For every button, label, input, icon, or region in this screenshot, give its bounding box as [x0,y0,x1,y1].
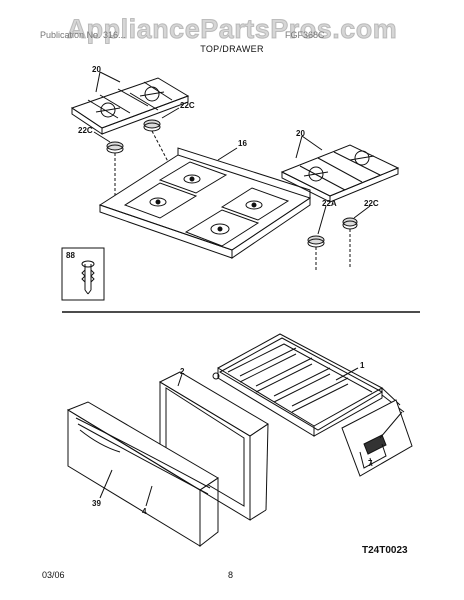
inset-box-88 [61,247,105,301]
callout-2: 2 [180,367,185,376]
callout-39: 39 [92,499,101,508]
callout-22c-a: 22C [180,101,195,110]
burner-cap-22a [307,235,325,245]
callout-88: 88 [66,251,75,260]
burner-cap-22c-b [106,141,124,151]
cooktop [98,147,312,259]
callout-22c-b: 22C [78,126,93,135]
diagram-code: T24T0023 [362,545,408,556]
callout-20-left: 20 [92,65,101,74]
callout-16: 16 [238,139,247,148]
footer-page-number: 8 [228,570,234,580]
burner-cap-22c-a [143,119,161,129]
header-publication: Publication No. 316... [40,30,126,40]
burner-cap-22c-c [342,217,358,227]
callout-22c-c: 22C [364,199,379,208]
grate-left [70,77,190,135]
drawer-front [66,401,219,548]
callout-20-right: 20 [296,129,305,138]
glide-inset [341,399,413,477]
grate-right [280,144,400,203]
callout-7: 7 [368,459,373,468]
drawer-back-panel [158,371,269,521]
footer-date: 03/06 [42,570,65,580]
callout-22a: 22A [322,199,337,208]
callout-1: 1 [360,361,365,370]
header-model: FGF368C [285,30,325,40]
section-title: TOP/DRAWER [200,44,264,54]
inset-fastener [81,260,95,295]
callout-4: 4 [142,507,147,516]
